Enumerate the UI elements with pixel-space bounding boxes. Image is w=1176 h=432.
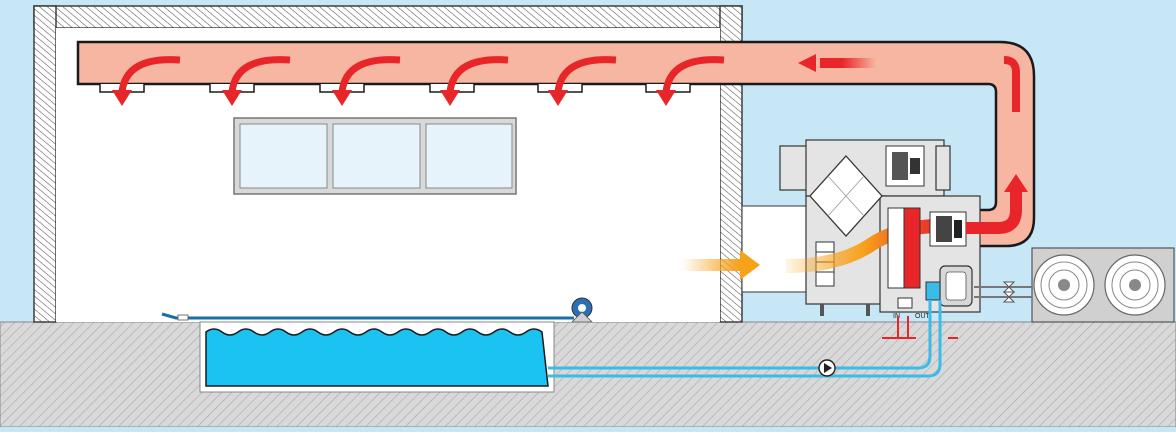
pump-icon [818,359,836,377]
return-air-arrow [682,250,760,280]
unit-outlet-arrow [1004,174,1028,192]
pool-water [205,328,549,387]
duct-flow-arrow [798,54,876,72]
supply-air-arrow [548,56,617,106]
supply-fan-icon [929,211,967,247]
riser-flow-arrow [1003,56,1020,112]
in-port-label: IN [893,313,900,320]
valve-icon [1002,281,1016,303]
left-wall [33,5,57,323]
exhaust-fan-icon [885,145,925,187]
condensing-unit [1031,247,1175,323]
supply-air-arrow [656,56,725,106]
condenser-fan-icon [1033,254,1095,316]
compressor-icon [939,265,973,307]
duct-airflow-arrows [112,54,1020,112]
dehumidifier-unit: IN OUT [779,139,981,320]
supply-air-arrow [440,56,509,106]
condenser-fan-icon [1104,254,1166,316]
supply-air-arrow [332,56,401,106]
out-port-label: OUT [915,313,931,320]
pool-cover [161,312,574,321]
roof-wall [33,5,743,29]
window [233,117,517,195]
unit-outlet-flow [966,188,1022,234]
valve-icon [897,297,913,309]
pool-water-pipes [548,300,942,378]
supply-air-arrow [222,56,291,106]
supply-air-arrow [112,56,181,106]
unit-piping-stubs [882,316,958,339]
return-air-duct [741,205,809,293]
cover-roller-icon [571,297,593,323]
refrigerant-lines [974,286,1032,298]
